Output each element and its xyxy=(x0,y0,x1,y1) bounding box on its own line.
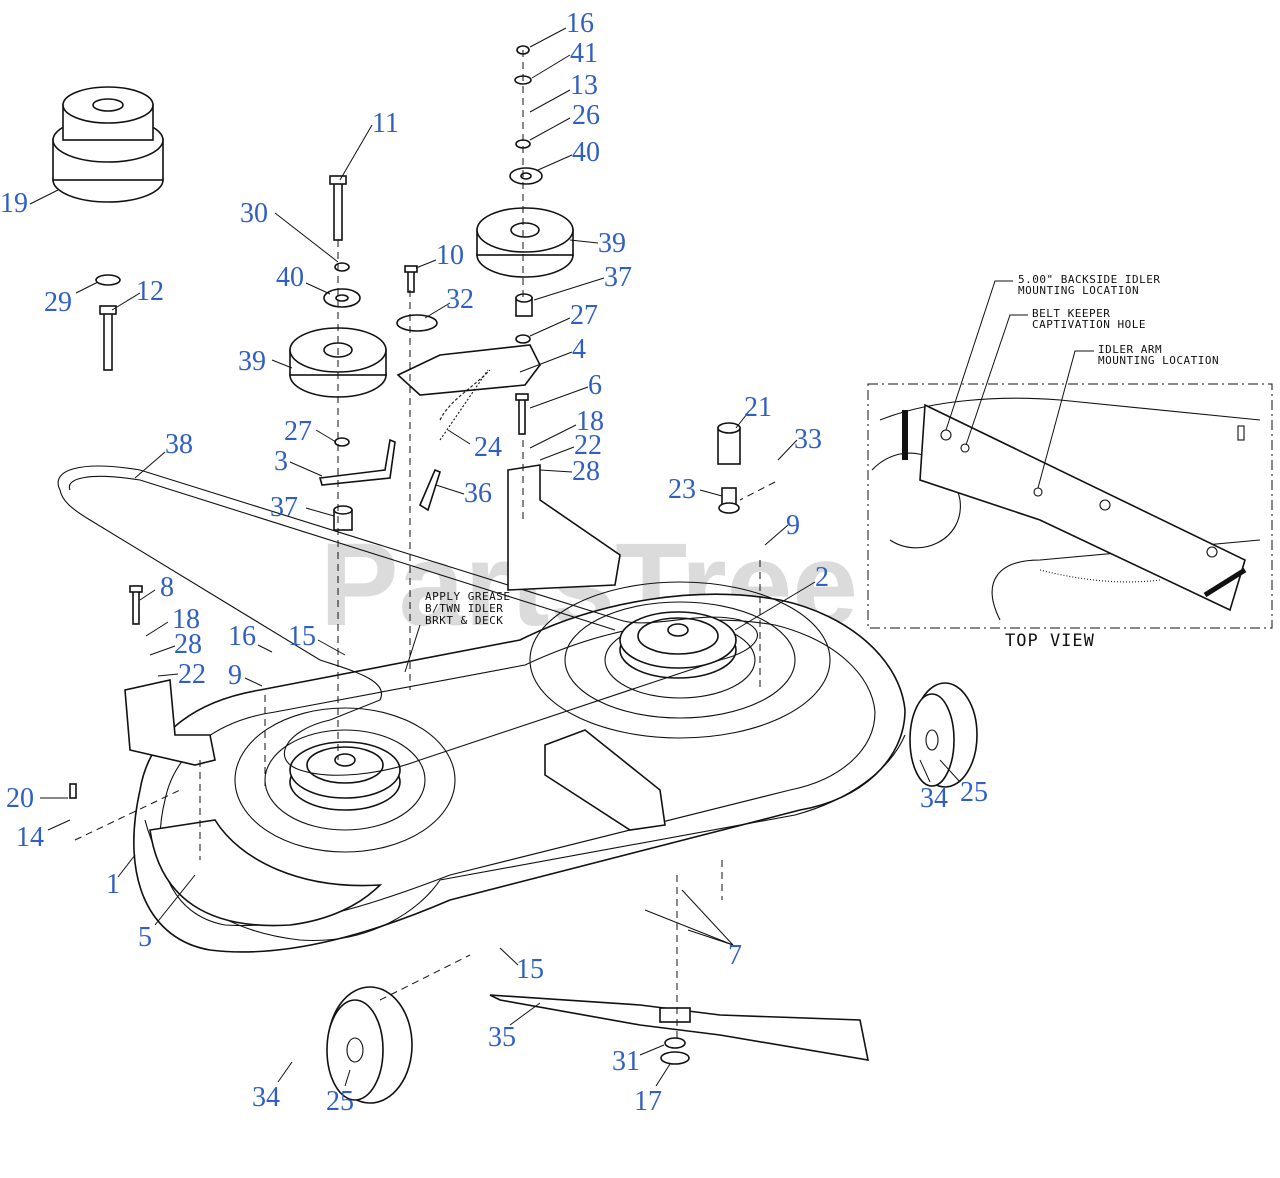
callout-30: 30 xyxy=(240,198,268,229)
callout-39: 39 xyxy=(598,228,626,259)
callout-15: 15 xyxy=(288,621,316,652)
callout-37: 37 xyxy=(604,262,632,293)
idler-arm xyxy=(396,344,541,421)
callout-27b: 27 xyxy=(284,416,312,447)
callout-7: 7 xyxy=(728,940,742,971)
callout-17: 17 xyxy=(634,1086,662,1117)
callout-36: 36 xyxy=(464,478,492,509)
callout-22: 22 xyxy=(574,430,602,461)
callout-33: 33 xyxy=(794,424,822,455)
callout-18b: 18 xyxy=(172,604,200,635)
grease-note: APPLY GREASE B/TWN IDLER BRKT & DECK xyxy=(404,590,510,673)
callout-40b: 40 xyxy=(276,262,304,293)
idler-pulley-right xyxy=(476,207,574,278)
drive-belt xyxy=(57,465,758,776)
callout-41: 41 xyxy=(570,38,598,69)
grease-fitting xyxy=(717,422,741,514)
callout-34b: 34 xyxy=(252,1082,280,1113)
callout-leaders xyxy=(29,27,961,1087)
callout-9b: 9 xyxy=(228,660,242,691)
gauge-wheel-right xyxy=(909,682,978,788)
top-view-label: TOP VIEW xyxy=(1005,631,1095,651)
front-hanger-bracket xyxy=(507,464,621,591)
callout-18: 18 xyxy=(576,406,604,437)
callout-28: 28 xyxy=(572,456,600,487)
callout-13: 13 xyxy=(570,70,598,101)
belt-keeper-rod xyxy=(418,468,441,512)
deck-pulley-left xyxy=(289,741,401,811)
callout-10: 10 xyxy=(436,240,464,271)
callout-26: 26 xyxy=(572,100,600,131)
callout-28b: 28 xyxy=(174,629,202,660)
callout-32: 32 xyxy=(446,284,474,315)
front-hanger-bracket-left xyxy=(124,679,216,766)
mower-blade xyxy=(489,994,870,1061)
belt-guide-bracket xyxy=(318,438,396,486)
idler-bracket-deck xyxy=(544,729,666,831)
callout-29: 29 xyxy=(44,287,72,318)
callout-21: 21 xyxy=(744,392,772,423)
callout-31: 31 xyxy=(612,1046,640,1077)
callout-23: 23 xyxy=(668,474,696,505)
top-view-inset: TOP VIEW 5.00" BACKSIDE IDLER MOUNTING L… xyxy=(867,273,1273,651)
callout-16: 16 xyxy=(566,8,594,39)
callout-1: 1 xyxy=(106,869,120,900)
callout-19: 19 xyxy=(0,188,28,219)
callout-25b: 25 xyxy=(326,1086,354,1117)
callout-25: 25 xyxy=(960,777,988,808)
callout-14: 14 xyxy=(16,822,44,853)
assembly-lines xyxy=(74,50,776,1040)
callout-3: 3 xyxy=(274,446,288,477)
callout-27: 27 xyxy=(570,300,598,331)
callout-38: 38 xyxy=(165,429,193,460)
callout-labels: 16 41 13 26 40 39 37 27 4 6 18 22 28 11 … xyxy=(0,8,988,1117)
callout-2: 2 xyxy=(815,562,829,593)
callout-5: 5 xyxy=(138,922,152,953)
idler-arm-note-2: MOUNTING LOCATION xyxy=(1098,354,1219,367)
callout-6: 6 xyxy=(588,370,602,401)
callout-8: 8 xyxy=(160,572,174,603)
callout-35: 35 xyxy=(488,1022,516,1053)
grease-note-line-1: APPLY GREASE xyxy=(425,590,510,603)
backside-idler-note-2: MOUNTING LOCATION xyxy=(1018,284,1139,297)
callout-16b: 16 xyxy=(228,621,256,652)
callout-4: 4 xyxy=(572,334,586,365)
callout-20: 20 xyxy=(6,783,34,814)
callout-11: 11 xyxy=(372,108,399,139)
idler-arm-note-1: IDLER ARM xyxy=(1098,343,1162,356)
callout-24: 24 xyxy=(474,432,502,463)
belt-keeper-note-1: BELT KEEPER xyxy=(1032,307,1110,320)
callout-12: 12 xyxy=(136,276,164,307)
callout-15b: 15 xyxy=(516,954,544,985)
grease-note-line-2: B/TWN IDLER xyxy=(425,602,503,615)
grease-note-line-3: BRKT & DECK xyxy=(425,614,503,627)
callout-9: 9 xyxy=(786,510,800,541)
backside-idler-note-1: 5.00" BACKSIDE IDLER xyxy=(1018,273,1160,286)
belt-keeper-note-2: CAPTIVATION HOLE xyxy=(1032,318,1146,331)
mower-deck xyxy=(133,581,906,953)
callout-40: 40 xyxy=(572,137,600,168)
callout-34: 34 xyxy=(920,783,948,814)
deck-pulley-right xyxy=(619,611,737,679)
pto-clutch xyxy=(52,86,164,203)
callout-22b: 22 xyxy=(178,659,206,690)
bolts xyxy=(69,175,529,799)
callout-37b: 37 xyxy=(270,492,298,523)
callout-39b: 39 xyxy=(238,346,266,377)
